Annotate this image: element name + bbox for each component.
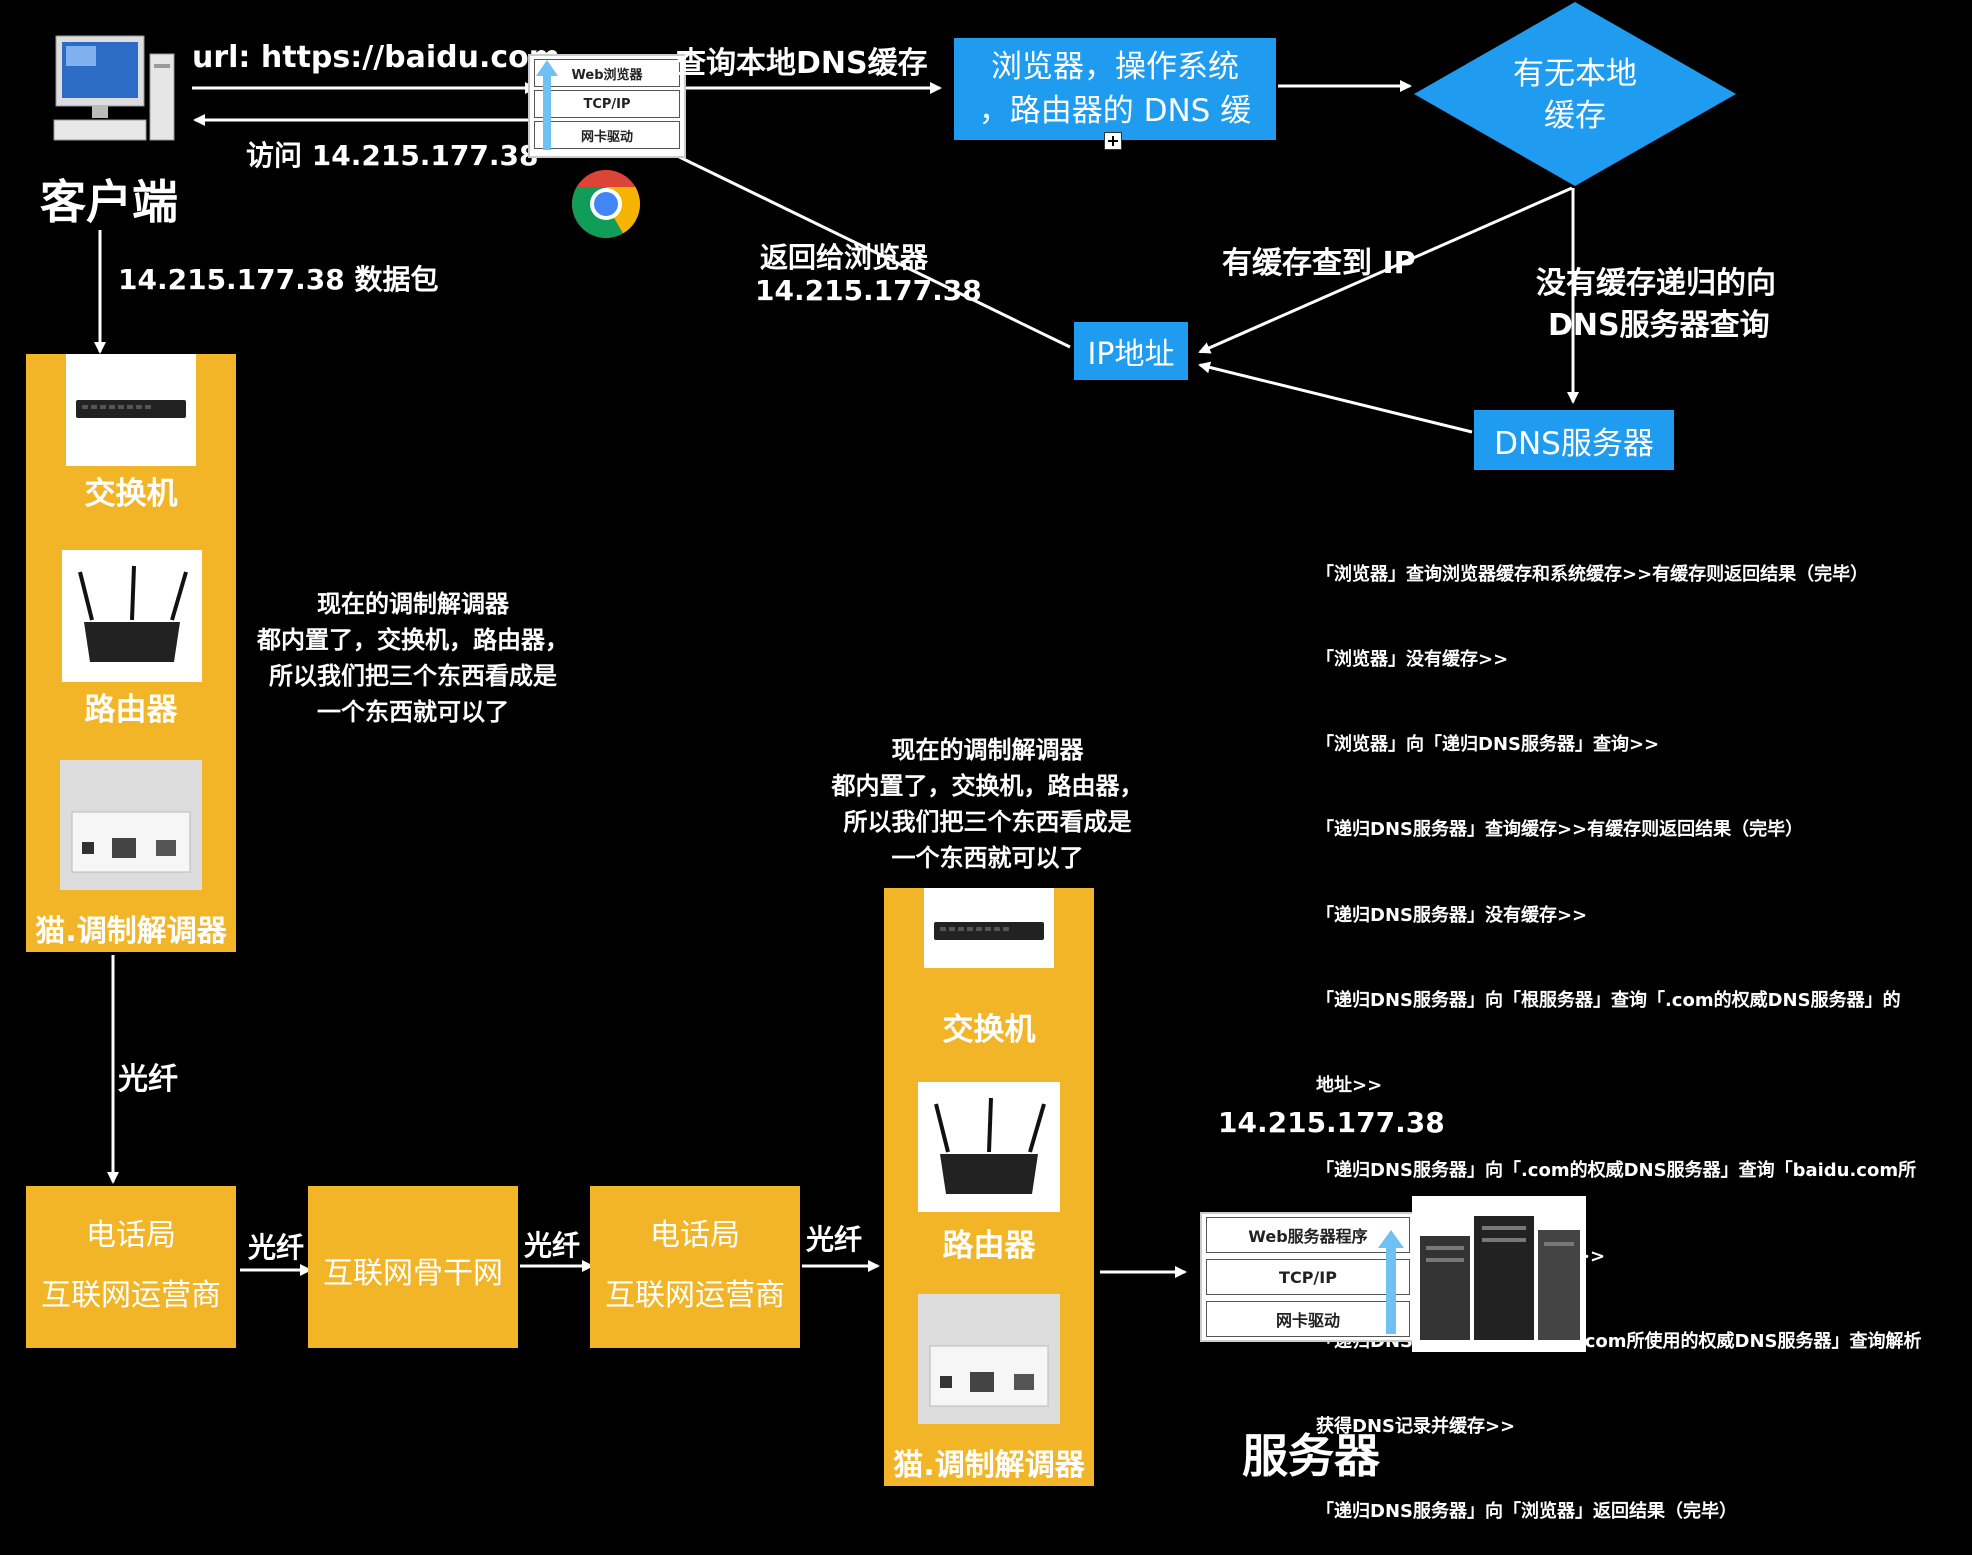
- router-label: 路由器: [942, 1228, 1036, 1264]
- telecom-2-line-1: 电话局: [650, 1218, 740, 1253]
- dns-resolution-notes: 「浏览器」查询浏览器缓存和系统缓存>>有缓存则返回结果（完毕） 「浏览器」没有缓…: [1316, 504, 1966, 1555]
- backbone-box: 互联网骨干网: [308, 1186, 518, 1348]
- server-rack-image: [1412, 1196, 1586, 1352]
- modem-column-left: 交换机 路由器 猫.调制解调器: [26, 354, 236, 952]
- up-arrow-icon: [1376, 1228, 1406, 1336]
- server-label: 服务器: [1242, 1429, 1380, 1483]
- note-line: 「递归DNS服务器」向「浏览器」返回结果（完毕）: [1316, 1501, 1737, 1523]
- stack-row-web-server: Web服务器程序: [1206, 1217, 1410, 1253]
- server-protocol-stack: Web服务器程序 TCP/IP 网卡驱动: [1200, 1212, 1416, 1342]
- arrow-cache-found: [1198, 186, 1573, 354]
- packet-label: 14.215.177.38 数据包: [118, 263, 439, 296]
- fiber-label-2: 光纤: [524, 1229, 581, 1262]
- decision-line-1: 有无本地: [1513, 56, 1637, 92]
- backbone-label: 互联网骨干网: [323, 1256, 503, 1291]
- server-ip-label: 14.215.177.38: [1218, 1106, 1445, 1139]
- cache-decision-diamond: 有无本地 缓存: [1414, 2, 1736, 186]
- decision-line-2: 缓存: [1544, 98, 1606, 134]
- modem-note-2-line: 现在的调制解调器: [891, 736, 1084, 764]
- modem-image: [60, 760, 202, 890]
- modem-note-1-line: 都内置了，交换机，路由器，: [257, 626, 569, 654]
- modem-note-2-line: 都内置了，交换机，路由器，: [831, 772, 1144, 800]
- switch-image: [66, 354, 196, 466]
- arrow-dns-to-ip: [1198, 361, 1473, 434]
- ip-address-box: IP地址: [1074, 322, 1188, 380]
- browser-protocol-stack: Web浏览器 TCP/IP 网卡驱动: [528, 54, 686, 158]
- note-line: 「递归DNS服务器」向「.com的权威DNS服务器」查询「baidu.com所: [1316, 1160, 1917, 1182]
- note-line: 「递归DNS服务器」向「根服务器」查询「.com的权威DNS服务器」的: [1316, 989, 1901, 1011]
- switch-image: [924, 888, 1054, 968]
- dns-server-box: DNS服务器: [1474, 410, 1674, 470]
- telecom-box-1: 电话局 互联网运营商: [26, 1186, 236, 1348]
- telecom-box-2: 电话局 互联网运营商: [590, 1186, 800, 1348]
- telecom-1-line-1: 电话局: [86, 1218, 176, 1253]
- note-line: 「递归DNS服务器」没有缓存>>: [1316, 904, 1588, 926]
- stack-row-nic-driver: 网卡驱动: [1206, 1301, 1410, 1337]
- modem-label: 猫.调制解调器: [35, 914, 227, 949]
- modem-note-1-line: 现在的调制解调器: [317, 590, 509, 618]
- chrome-icon: [570, 168, 642, 240]
- cache-found-label: 有缓存查到 IP: [1222, 246, 1416, 281]
- router-label: 路由器: [84, 692, 178, 728]
- no-cache-label-1: 没有缓存递归的向: [1536, 266, 1776, 301]
- dns-cache-line-2: ，路由器的 DNS 缓: [978, 93, 1252, 129]
- modem-note-2-line: 所以我们把三个东西看成是: [843, 808, 1132, 836]
- switch-label: 交换机: [84, 476, 178, 512]
- fiber-label-3: 光纤: [806, 1223, 863, 1256]
- note-line: 「浏览器」没有缓存>>: [1316, 649, 1509, 671]
- return-label-1: 返回给浏览器: [760, 241, 929, 274]
- router-image: [918, 1082, 1060, 1212]
- note-line: 获得DNS记录并缓存>>: [1316, 1416, 1516, 1437]
- url-label[interactable]: url: https://baidu.com: [192, 40, 561, 75]
- stack-row-tcpip: TCP/IP: [534, 90, 680, 118]
- telecom-1-line-2: 互联网运营商: [41, 1278, 221, 1313]
- modem-note-2: 现在的调制解调器 都内置了，交换机，路由器， 所以我们把三个东西看成是 一个东西…: [800, 732, 1175, 876]
- client-computer-icon: [52, 34, 177, 144]
- no-cache-label-2: DNS服务器查询: [1548, 308, 1770, 343]
- note-line: 「浏览器」向「递归DNS服务器」查询>>: [1316, 734, 1660, 756]
- modem-note-2-line: 一个东西就可以了: [891, 844, 1084, 872]
- visit-label: 访问 14.215.177.38: [246, 139, 539, 172]
- stack-row-nic-driver: 网卡驱动: [534, 121, 680, 149]
- note-line: 「递归DNS服务器」查询缓存>>有缓存则返回结果（完毕）: [1316, 819, 1804, 841]
- modem-label: 猫.调制解调器: [893, 1448, 1085, 1483]
- modem-image: [918, 1294, 1060, 1424]
- up-arrow-icon: [534, 58, 560, 152]
- note-line: 「浏览器」查询浏览器缓存和系统缓存>>有缓存则返回结果（完毕）: [1316, 563, 1869, 585]
- connector-lines: [94, 80, 1579, 1278]
- stack-row-web-browser: Web浏览器: [534, 59, 680, 87]
- router-image: [62, 550, 202, 682]
- dns-cache-line-1: 浏览器，操作系统: [991, 49, 1239, 85]
- stack-row-tcpip: TCP/IP: [1206, 1259, 1410, 1295]
- expand-handle-icon[interactable]: [1104, 132, 1122, 150]
- fiber-label-down: 光纤: [118, 1062, 178, 1097]
- telecom-2-line-2: 互联网运营商: [605, 1278, 785, 1313]
- note-line: 地址>>: [1316, 1075, 1383, 1097]
- fiber-label-1: 光纤: [248, 1231, 305, 1264]
- client-label: 客户端: [40, 175, 178, 229]
- modem-note-1: 现在的调制解调器 都内置了，交换机，路由器， 所以我们把三个东西看成是 一个东西…: [238, 586, 588, 730]
- dns-cache-box: 浏览器，操作系统 ，路由器的 DNS 缓: [954, 38, 1276, 140]
- modem-column-right: 交换机 路由器 猫.调制解调器: [884, 888, 1094, 1486]
- query-dns-label: 查询本地DNS缓存: [676, 46, 928, 81]
- modem-note-1-line: 所以我们把三个东西看成是: [269, 662, 557, 690]
- switch-label: 交换机: [942, 1012, 1036, 1048]
- modem-note-1-line: 一个东西就可以了: [317, 698, 509, 726]
- line-ip-to-browser: [664, 148, 1071, 349]
- return-label-2: 14.215.177.38: [755, 274, 982, 307]
